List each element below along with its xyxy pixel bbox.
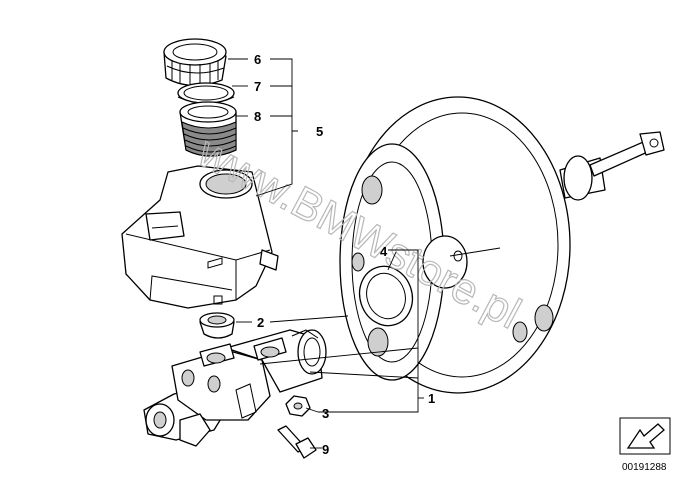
- strainer-8: [179, 101, 237, 157]
- callout-9: 9: [322, 442, 329, 457]
- callout-8: 8: [254, 109, 261, 124]
- nut-3: [285, 395, 311, 417]
- leader-lines: [228, 58, 424, 449]
- callout-4: 4: [380, 244, 388, 259]
- grommet-2: [199, 312, 235, 339]
- callout-1: 1: [428, 391, 435, 406]
- callout-2: 2: [257, 315, 264, 330]
- callout-5: 5: [316, 124, 323, 139]
- callout-6: 6: [254, 52, 261, 67]
- master-cylinder: [143, 329, 327, 447]
- bolt-9: [277, 425, 317, 459]
- o-ring-4: [358, 265, 414, 327]
- callout-3: 3: [322, 406, 329, 421]
- callout-7: 7: [254, 79, 261, 94]
- direction-arrow-icon: [619, 417, 671, 455]
- seal-ring-7: [177, 82, 235, 104]
- reservoir-cap: [163, 38, 227, 87]
- diagram-code: 00191288: [622, 462, 667, 473]
- expansion-tank: [121, 165, 279, 309]
